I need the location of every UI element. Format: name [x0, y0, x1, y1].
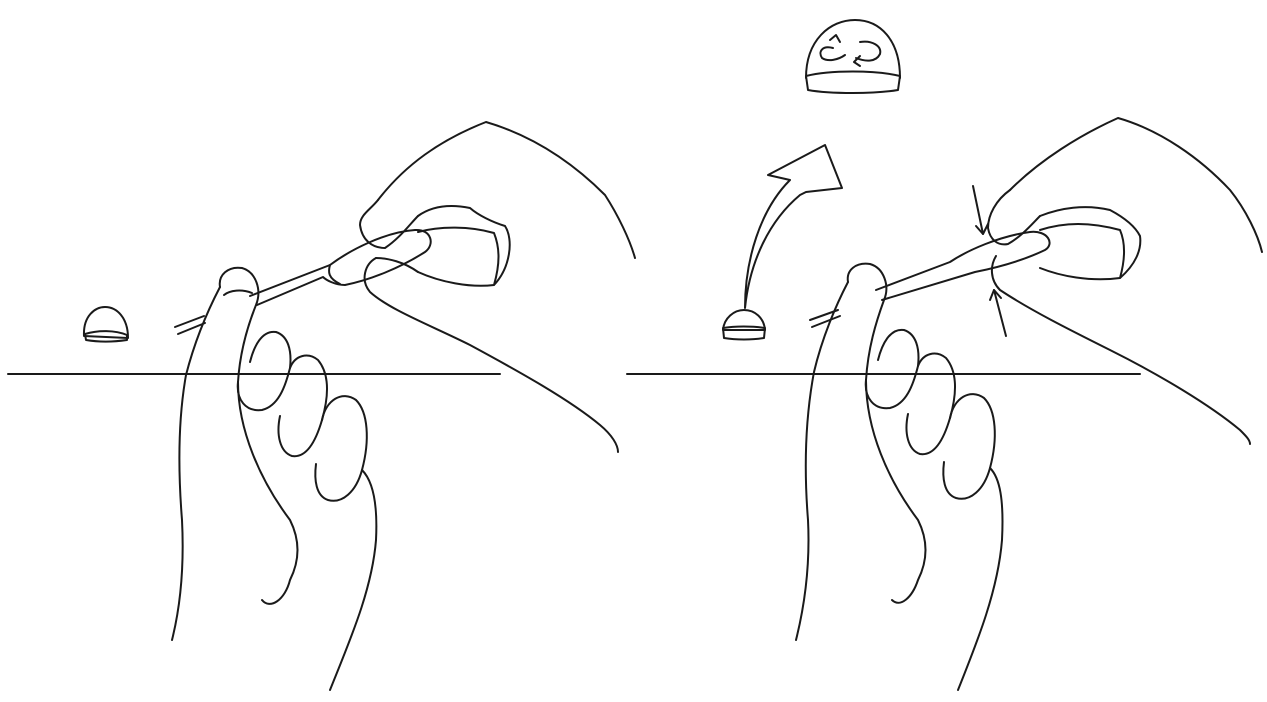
right-capsule-icon: [723, 310, 765, 340]
pinch-arrow-top-icon: [973, 186, 988, 234]
left-swab-stick: [250, 230, 431, 305]
pinch-arrow-bottom-icon: [990, 290, 1006, 336]
curved-upward-arrow-icon: [745, 145, 842, 308]
left-capsule-icon: [84, 307, 128, 342]
left-panel: [8, 122, 635, 690]
rotation-arrows-icon: [806, 20, 900, 93]
left-right-hand: [360, 122, 635, 452]
right-panel: [627, 20, 1262, 690]
right-stick-tip: [810, 310, 840, 327]
right-right-hand: [988, 118, 1262, 444]
right-swab-stick: [876, 232, 1050, 300]
right-left-hand: [796, 264, 1003, 690]
left-left-hand: [172, 268, 376, 690]
